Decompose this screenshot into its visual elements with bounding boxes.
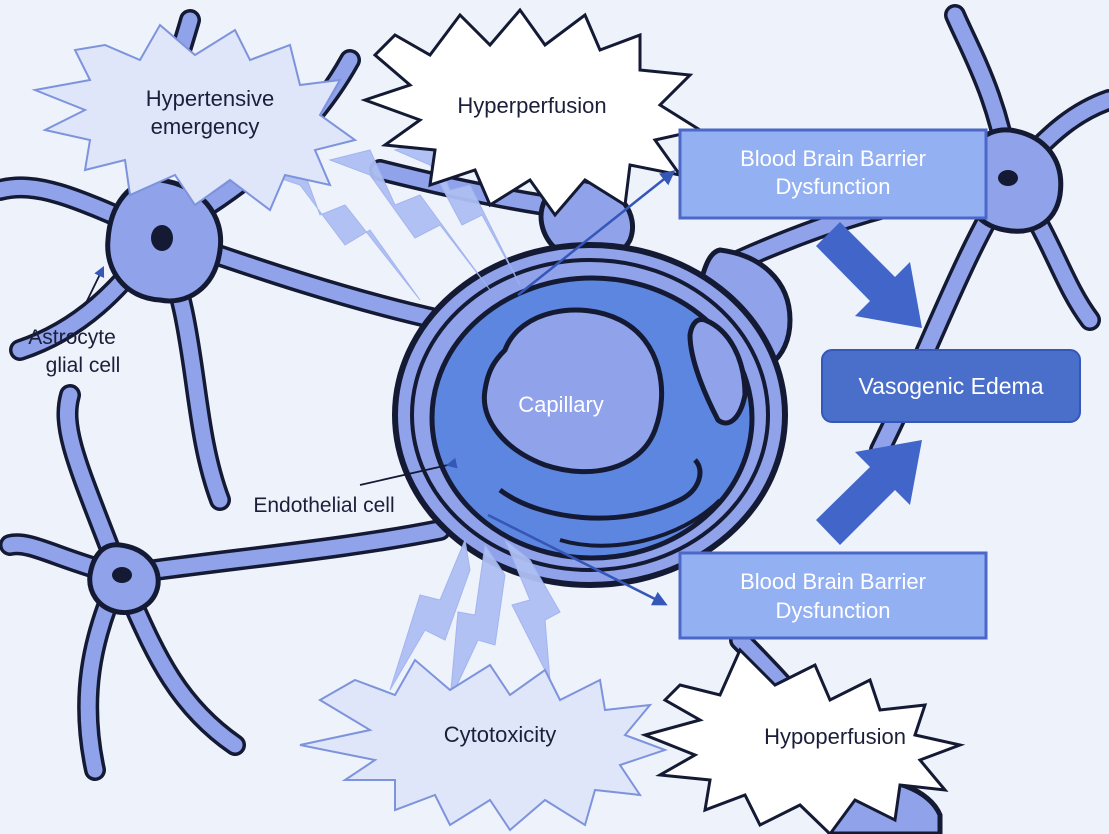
bbb-dysfunction-bottom-box (680, 553, 986, 638)
label-vasogenic-edema: Vasogenic Edema (859, 373, 1044, 399)
label-bbb-bottom-line1: Blood Brain Barrier (740, 569, 926, 594)
label-bbb-bottom-line2: Dysfunction (776, 598, 891, 623)
label-endothelial-cell: Endothelial cell (253, 494, 394, 517)
astrocyte-nucleus (151, 225, 173, 251)
label-hyperperfusion: Hyperperfusion (457, 93, 606, 118)
label-hypertensive-line2: emergency (151, 114, 260, 139)
label-capillary: Capillary (518, 392, 604, 417)
label-astrocyte-line1: Astrocyte (28, 326, 116, 349)
label-bbb-top-line1: Blood Brain Barrier (740, 146, 926, 171)
astrocyte-nucleus (112, 567, 132, 583)
label-bbb-top-line2: Dysfunction (776, 174, 891, 199)
astrocyte-nucleus (998, 170, 1018, 186)
label-hypertensive-line1: Hypertensive (146, 86, 274, 111)
label-astrocyte-line2: glial cell (46, 354, 121, 377)
label-cytotoxicity: Cytotoxicity (444, 722, 556, 747)
label-hypoperfusion: Hypoperfusion (764, 724, 906, 749)
